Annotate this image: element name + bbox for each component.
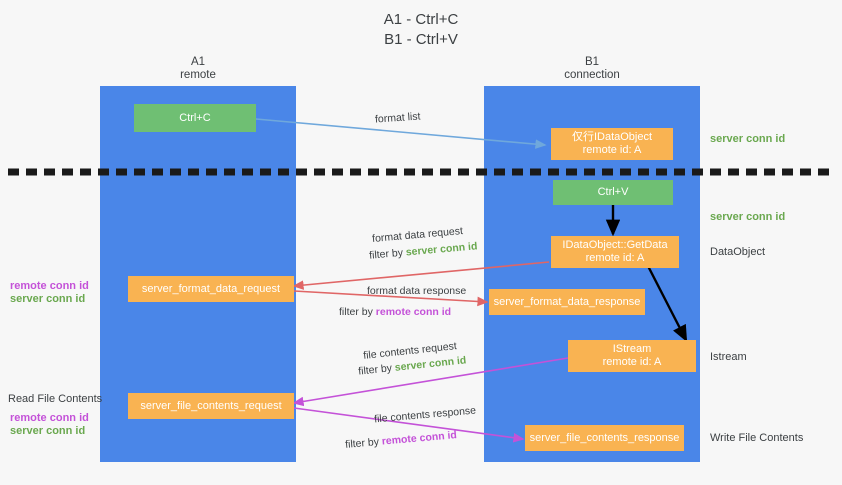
box-server-format-data-response[interactable]: server_format_data_response: [489, 289, 645, 315]
title-line-2: B1 - Ctrl+V: [384, 31, 458, 48]
title-line-1: A1 - Ctrl+C: [383, 11, 459, 28]
box-server-format-data-response-label: server_format_data_response: [493, 295, 641, 308]
box-server-file-contents-response-label: server_file_contents_response: [529, 431, 680, 444]
box-server-file-contents-response[interactable]: server_file_contents_response: [525, 425, 684, 451]
label-remote-conn-id-2: remote conn id: [10, 412, 89, 424]
box-ctrl-v[interactable]: Ctrl+V: [553, 180, 673, 205]
filter-by-text-1: filter by: [368, 246, 404, 262]
box-idataobject-line2: remote id: A: [582, 144, 642, 156]
box-istream-line2: remote id: A: [602, 356, 662, 368]
box-idataobject-getdata-line2: remote id: A: [585, 252, 645, 264]
label-read-file-contents: Read File Contents: [8, 393, 103, 405]
annotation-file-contents-response: file contents response: [373, 404, 477, 426]
page-title: A1 - Ctrl+C B1 - Ctrl+V: [0, 10, 842, 50]
box-server-file-contents-request[interactable]: server_file_contents_request: [128, 393, 294, 419]
annotation-format-list: format list: [374, 110, 421, 126]
annotation-filter-file-contents-response: filter by remote conn id: [345, 428, 458, 452]
lane-header-b1-sub: connection: [564, 69, 620, 81]
box-server-format-data-request-label: server_format_data_request: [141, 282, 281, 295]
label-write-file-contents: Write File Contents: [710, 432, 804, 444]
box-ctrl-c-label: Ctrl+C: [179, 111, 211, 124]
box-istream[interactable]: IStream remote id: A: [568, 340, 696, 372]
label-server-conn-id-top: server conn id: [710, 133, 786, 145]
label-server-conn-id-2: server conn id: [10, 425, 86, 437]
box-idataobject-getdata-line1: IDataObject::GetData: [562, 239, 668, 251]
box-idataobject[interactable]: 仅行IDataObject remote id: A: [551, 128, 673, 160]
lane-header-b1-name: B1: [584, 56, 600, 68]
box-idataobject-getdata[interactable]: IDataObject::GetData remote id: A: [551, 236, 679, 268]
lane-header-b1: B1 connection: [484, 56, 700, 82]
label-istream: Istream: [710, 351, 747, 363]
label-remote-conn-id-1: remote conn id: [10, 280, 89, 292]
box-server-format-data-request[interactable]: server_format_data_request: [128, 276, 294, 302]
lane-header-a1-sub: remote: [180, 69, 216, 81]
label-server-conn-id-mid: server conn id: [710, 211, 786, 223]
filter-by-text-3: filter by: [357, 362, 393, 378]
filter-value-remote-conn-id-1: remote conn id: [375, 306, 452, 318]
box-ctrl-v-label: Ctrl+V: [597, 186, 629, 198]
box-server-file-contents-request-label: server_file_contents_request: [140, 399, 282, 412]
filter-by-text-2: filter by: [339, 306, 373, 318]
annotation-format-data-response: format data response: [367, 285, 467, 297]
box-istream-line1: IStream: [612, 343, 652, 355]
filter-by-text-4: filter by: [344, 435, 380, 451]
filter-value-server-conn-id-1: server conn id: [405, 240, 478, 259]
lane-header-a1: A1 remote: [100, 56, 296, 82]
label-server-conn-id-1: server conn id: [10, 293, 86, 305]
box-ctrl-c[interactable]: Ctrl+C: [134, 104, 256, 132]
lane-header-a1-name: A1: [190, 56, 206, 68]
box-idataobject-line1: 仅行IDataObject: [571, 131, 653, 143]
filter-value-remote-conn-id-2: remote conn id: [381, 429, 458, 448]
annotation-filter-format-data-response: filter by remote conn id: [339, 305, 451, 319]
label-dataobject: DataObject: [710, 246, 766, 258]
